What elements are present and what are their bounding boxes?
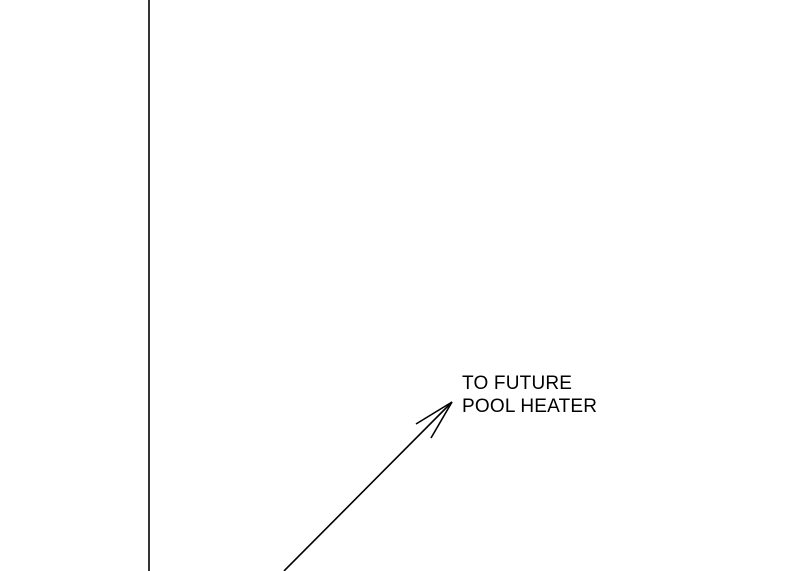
arrowhead-icon bbox=[415, 401, 453, 439]
annotation-line-2: POOL HEATER bbox=[462, 396, 598, 417]
pool-heater-annotation: TO FUTURE POOL HEATER bbox=[462, 372, 597, 418]
annotation-line-1: TO FUTURE bbox=[462, 373, 573, 394]
leader-line bbox=[283, 401, 453, 571]
